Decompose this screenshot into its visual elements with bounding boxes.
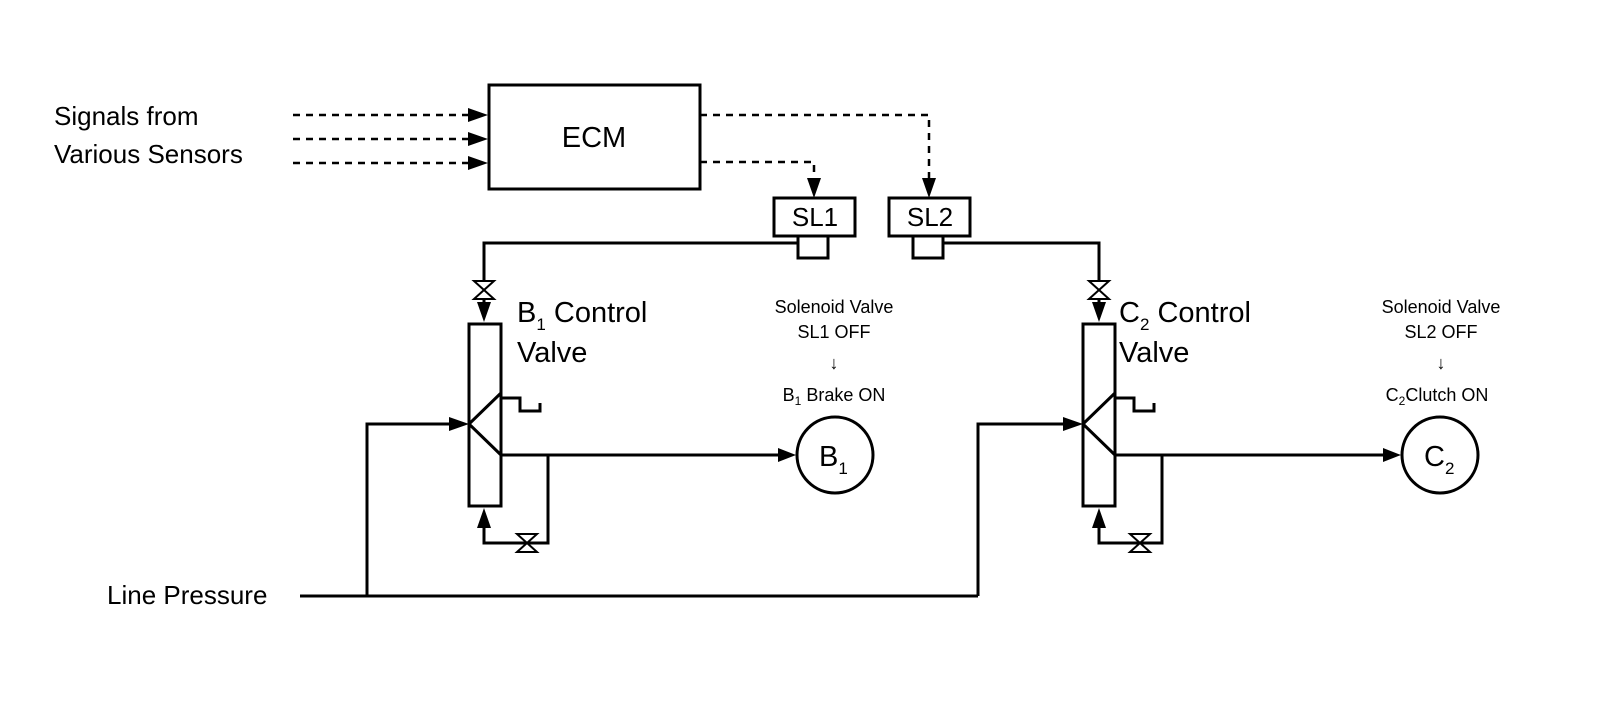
c2-control-valve-label-line1: C2 Control: [1119, 297, 1251, 334]
solenoid-sl2: SL2: [887, 196, 972, 260]
sl2-label: SL2: [907, 202, 953, 232]
ecm-to-sl1-signal: [700, 160, 821, 198]
note-c2-line1: Solenoid Valve: [1382, 297, 1501, 317]
c2-clutch: C2: [1400, 415, 1480, 495]
sl2-to-c2-line: [943, 241, 1110, 322]
sensor-signal-lines: [293, 108, 488, 170]
note-c2-result: C2Clutch ON: [1386, 385, 1489, 408]
c2-control-valve-label-line2: Valve: [1119, 337, 1189, 369]
line-pressure-label: Line Pressure: [107, 580, 267, 610]
note-c2-arrow: ↓: [1437, 353, 1446, 373]
ecm-to-sl2-signal: [700, 113, 936, 198]
note-c2: Solenoid Valve SL2 OFF ↓ C2Clutch ON: [1382, 297, 1501, 408]
b1-brake-label: B1: [819, 441, 848, 478]
note-b1-result: B1 Brake ON: [783, 385, 886, 408]
c2-clutch-label: C2: [1424, 441, 1454, 478]
b1-output-line: [501, 448, 796, 462]
note-b1-line1: Solenoid Valve: [775, 297, 894, 317]
c2-feedback-line: [1092, 455, 1164, 553]
signals-label-line1: Signals from: [54, 101, 199, 131]
c2-output-line: [1115, 448, 1401, 462]
c2-control-valve: [1080, 322, 1156, 508]
ecm-block: ECM: [487, 83, 702, 191]
line-pressure-lines: [300, 417, 1083, 598]
b1-control-valve-label-line1: B1 Control: [517, 297, 647, 334]
b1-brake: B1: [795, 415, 875, 495]
signals-label-line2: Various Sensors: [54, 139, 243, 169]
note-b1-line2: SL1 OFF: [797, 322, 870, 342]
note-c2-line2: SL2 OFF: [1404, 322, 1477, 342]
sl1-label: SL1: [792, 202, 838, 232]
b1-feedback-line: [477, 455, 550, 553]
ecm-label: ECM: [562, 122, 626, 154]
note-b1-arrow: ↓: [830, 353, 839, 373]
sl1-to-b1-line: [473, 241, 798, 322]
solenoid-sl1: SL1: [772, 196, 857, 260]
note-b1: Solenoid Valve SL1 OFF ↓ B1 Brake ON: [775, 297, 894, 408]
b1-control-valve-label-line2: Valve: [517, 337, 587, 369]
